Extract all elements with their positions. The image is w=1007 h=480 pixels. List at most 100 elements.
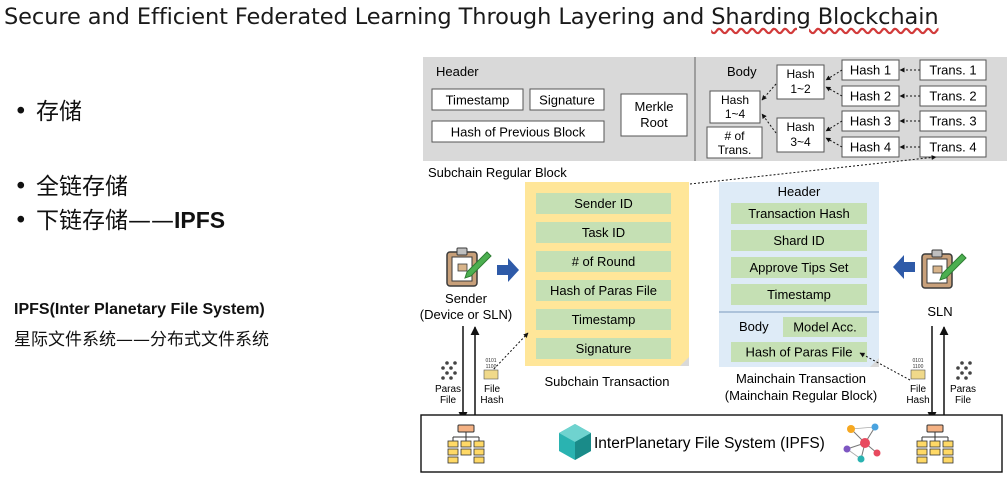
- svg-text:0101: 0101: [912, 358, 923, 364]
- network-graph-icon: [843, 423, 881, 463]
- hash-leaf-group: Hash 1 Hash 2 Hash 3 Hash 4: [841, 59, 900, 158]
- bullet-dot: •: [14, 99, 28, 125]
- block-signature-text: Signature: [539, 93, 595, 108]
- hash4-to-hash34-arrow: [825, 137, 843, 148]
- hash-3-4-line1: Hash: [786, 120, 814, 134]
- sender-label: Sender: [445, 291, 488, 306]
- left-paras-label-1: Paras: [435, 384, 461, 395]
- mainchain-field-text: Timestamp: [767, 287, 831, 302]
- block-signature-box: [529, 88, 605, 111]
- ipfs-definition-title: IPFS(Inter Planetary File System): [14, 301, 265, 318]
- hash-1-2-box: [776, 64, 825, 100]
- bullet-dot: •: [14, 174, 28, 200]
- right-paras-file-icon: Paras File: [950, 361, 976, 406]
- hash3-to-hash34-arrow: [825, 120, 843, 132]
- left-file-hash-icon: 0101 1100 File Hash: [480, 358, 503, 406]
- subchain-tx-to-trans4-arrow: [689, 155, 937, 185]
- sln-group: SLN: [893, 249, 967, 319]
- transaction-text: Trans. 4: [929, 140, 976, 155]
- file-hash-to-subchain-arrow: [490, 332, 529, 373]
- ipfs-bar: InterPlanetary File System (IPFS): [420, 414, 1003, 473]
- merkle-root-box: [620, 93, 688, 137]
- subchain-field-text: Sender ID: [574, 196, 633, 211]
- subchain-field-text: Task ID: [582, 225, 625, 240]
- mainchain-header-label: Header: [778, 184, 821, 199]
- model-acc-text: Model Acc.: [793, 320, 857, 335]
- mainchain-field-text: Approve Tips Set: [750, 260, 849, 275]
- subchain-regular-block: Header Timestamp Signature Hash of Previ…: [423, 57, 1007, 180]
- bullet-storage: •存储: [14, 99, 82, 125]
- subchain-field-text: Hash of Paras File: [550, 283, 657, 298]
- hash-leaf-text: Hash 2: [850, 89, 891, 104]
- hash12-to-hash14-arrow: [761, 83, 777, 101]
- sln-label: SLN: [927, 304, 952, 319]
- model-acc-field: [783, 317, 867, 337]
- sender-sublabel: (Device or SLN): [420, 307, 512, 322]
- bullet-full-chain-storage: •全链存储: [14, 174, 128, 200]
- sender-group: Sender (Device or SLN): [420, 247, 519, 322]
- ipfs-bar-label: InterPlanetary File System (IPFS): [594, 435, 825, 452]
- hash-leaf-text: Hash 1: [850, 63, 891, 78]
- file-hash-to-mainchain-arrow: [859, 352, 911, 381]
- right-paras-label-2: File: [955, 395, 972, 406]
- left-hash-label-2: Hash: [480, 395, 503, 406]
- merkle-root-line1: Merkle: [634, 99, 673, 114]
- hash-1-2-line2: 1~2: [790, 82, 811, 96]
- mainchain-tx-caption-line2: (Mainchain Regular Block): [725, 388, 877, 403]
- slide-title-underlined: Sharding Blockchain: [711, 4, 939, 30]
- subchain-field-box: [536, 280, 671, 301]
- svg-text:0101: 0101: [485, 358, 496, 364]
- mainchain-field-box: [731, 203, 867, 224]
- prev-block-hash-box: [431, 120, 605, 143]
- mainchain-field-box: [731, 257, 867, 278]
- mainchain-field-text: Shard ID: [773, 233, 824, 248]
- right-paras-label-1: Paras: [950, 384, 976, 395]
- num-trans-line1: # of: [724, 129, 745, 143]
- block-timestamp-text: Timestamp: [446, 93, 510, 108]
- subchain-field-text: Timestamp: [572, 312, 636, 327]
- hash-leaf-text: Hash 4: [850, 140, 891, 155]
- hash-1-4-line2: 1~4: [725, 107, 746, 121]
- block-timestamp-box: [431, 88, 524, 111]
- left-paras-label-2: File: [440, 395, 457, 406]
- num-trans-line2: Trans.: [718, 143, 752, 157]
- regular-block-caption: Subchain Regular Block: [428, 165, 567, 180]
- ipfs-bar-frame: [420, 414, 1003, 473]
- merkle-tree-arrows: [761, 67, 920, 150]
- svg-text:1100: 1100: [486, 364, 497, 370]
- block-header-label: Header: [436, 64, 479, 79]
- subchain-field-text: # of Round: [572, 254, 636, 269]
- hash-leaf-text: Hash 3: [850, 114, 891, 129]
- mainchain-hash-paras-field: [731, 342, 867, 362]
- transaction-text: Trans. 3: [929, 114, 976, 129]
- hash-3-4-box: [776, 117, 825, 153]
- mainchain-body-label: Body: [739, 319, 769, 334]
- subchain-field-text: Signature: [576, 341, 632, 356]
- sln-clipboard-icon: [921, 249, 967, 289]
- hash-1-2-line1: Hash: [786, 67, 814, 81]
- right-hash-label-2: Hash: [906, 395, 929, 406]
- left-hash-label-1: File: [484, 384, 501, 395]
- prev-block-hash-text: Hash of Previous Block: [451, 125, 586, 140]
- hash1-to-hash12-arrow: [825, 69, 843, 81]
- sln-to-mainchain-arrow: [893, 255, 915, 279]
- subchain-field-box: [536, 222, 671, 243]
- mainchain-field-text: Transaction Hash: [748, 206, 849, 221]
- right-file-hash-icon: 0101 1100 File Hash: [906, 358, 929, 406]
- block-body-label: Body: [727, 64, 757, 79]
- subchain-tx-fold: [680, 357, 689, 366]
- hash-3-4-line2: 3~4: [790, 135, 811, 149]
- bullet-off-chain-storage: •下链存储——IPFS: [14, 207, 226, 234]
- right-storage-tree-icon: [916, 424, 954, 464]
- hash2-to-hash12-arrow: [825, 86, 843, 97]
- transaction-text: Trans. 2: [929, 89, 976, 104]
- slide-title-text: Secure and Efficient Federated Learning …: [4, 4, 712, 30]
- sender-to-subchain-arrow: [497, 258, 519, 282]
- right-hash-label-1: File: [910, 384, 927, 395]
- sender-clipboard-icon: [446, 247, 492, 287]
- bullet-dot: •: [14, 208, 28, 234]
